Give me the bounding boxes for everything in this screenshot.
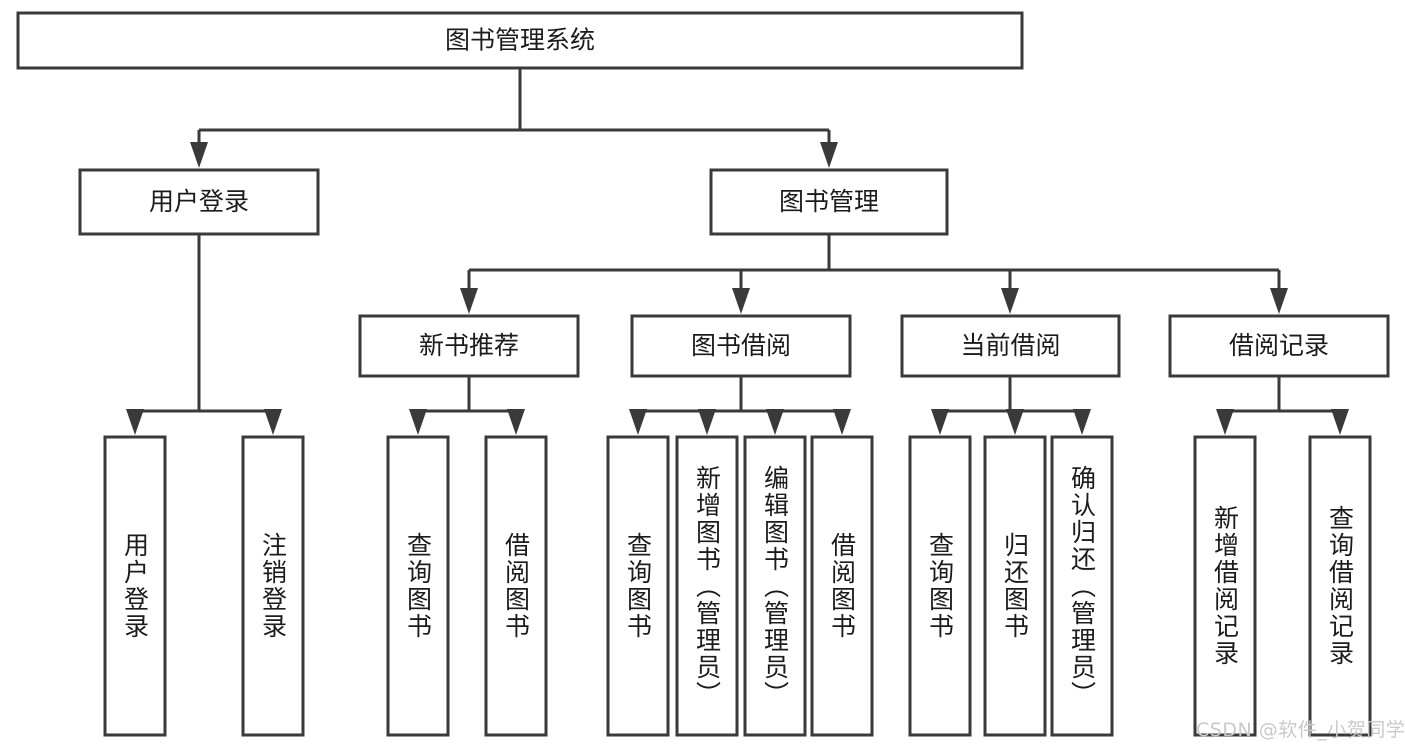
node-leaf-4-查询图书[interactable]: [606, 435, 670, 737]
node-leaf-5-新增图书管理员[interactable]: [675, 435, 739, 737]
connector-bookborrow-to-leaves-arrow-0: [629, 409, 647, 435]
connector-bookmgmt-to-level3-arrow-3: [1270, 288, 1288, 314]
node-root-图书管理系统-label: 图书管理系统: [445, 26, 595, 55]
node-leaf-8-查询图书[interactable]: [908, 435, 972, 737]
node-leaf-2-查询图书-rect: [386, 435, 450, 737]
node-level2-图书管理-label: 图书管理: [779, 187, 879, 216]
connector-bookborrow-to-leaves-arrow-1: [698, 409, 716, 435]
connector-borrowrecord-to-leaves-arrow-0: [1216, 409, 1234, 435]
node-leaf-12-查询借阅记录[interactable]: [1308, 435, 1372, 737]
node-level3-新书推荐-rect: [358, 314, 580, 378]
connector-newbook-to-leaves-arrow-0: [409, 409, 427, 435]
node-leaf-9-归还图书-rect: [983, 435, 1047, 737]
connector-newbook-to-leaves-arrow-1: [507, 409, 525, 435]
node-leaf-3-借阅图书-rect: [484, 435, 548, 737]
node-leaf-1-注销登录-rect: [241, 435, 305, 737]
node-level3-当前借阅-label: 当前借阅: [960, 331, 1060, 360]
connector-userlogin-to-leaves: [126, 234, 282, 435]
node-leaf-4-查询图书-rect: [606, 435, 670, 737]
connector-currentborrow-to-leaves: [931, 376, 1091, 435]
node-level3-当前借阅[interactable]: 当前借阅: [900, 314, 1121, 378]
connector-bookmgmt-to-level3-arrow-1: [732, 288, 750, 314]
node-level2-用户登录-rect: [78, 168, 320, 236]
connector-bookborrow-to-leaves: [629, 376, 851, 435]
node-leaf-11-新增借阅记录-rect: [1193, 435, 1257, 737]
connector-bookborrow-to-leaves-arrow-2: [766, 409, 784, 435]
node-level3-新书推荐[interactable]: 新书推荐: [358, 314, 580, 378]
node-level2-用户登录[interactable]: 用户登录: [78, 168, 320, 236]
node-leaf-5-新增图书管理员-rect: [675, 435, 739, 737]
connector-root-to-level2-arrow-1: [820, 142, 838, 168]
connector-userlogin-to-leaves-arrow-0: [126, 409, 144, 435]
node-level3-借阅记录-rect: [1168, 314, 1390, 378]
connector-borrowrecord-to-leaves: [1216, 376, 1349, 435]
node-leaf-6-编辑图书管理员-rect: [743, 435, 807, 737]
node-leaf-7-借阅图书[interactable]: [810, 435, 874, 737]
connector-currentborrow-to-leaves-arrow-1: [1006, 409, 1024, 435]
node-level2-图书管理[interactable]: 图书管理: [709, 168, 949, 236]
node-leaf-10-确认归还管理员-rect: [1050, 435, 1114, 737]
csdn-watermark: CSDN @软件_小贺同学: [1196, 719, 1405, 741]
connector-currentborrow-to-leaves-arrow-2: [1073, 409, 1091, 435]
node-root-图书管理系统-rect: [16, 11, 1024, 70]
node-level2-图书管理-rect: [709, 168, 949, 236]
node-level3-借阅记录-label: 借阅记录: [1229, 331, 1329, 360]
connector-borrowrecord-to-leaves-arrow-1: [1331, 409, 1349, 435]
node-leaf-9-归还图书[interactable]: [983, 435, 1047, 737]
node-leaf-10-确认归还管理员[interactable]: [1050, 435, 1114, 737]
node-leaf-12-查询借阅记录-rect: [1308, 435, 1372, 737]
node-level3-图书借阅-label: 图书借阅: [691, 331, 791, 360]
node-leaf-7-借阅图书-rect: [810, 435, 874, 737]
node-leaf-1-注销登录[interactable]: [241, 435, 305, 737]
connector-bookmgmt-to-level3-arrow-2: [1001, 288, 1019, 314]
node-level2-用户登录-label: 用户登录: [149, 187, 249, 216]
connector-bookmgmt-to-level3-arrow-0: [460, 288, 478, 314]
node-root-图书管理系统[interactable]: 图书管理系统: [16, 11, 1024, 70]
connector-newbook-to-leaves: [409, 376, 525, 435]
node-leaf-0-用户登录-rect: [103, 435, 167, 737]
node-leaf-8-查询图书-rect: [908, 435, 972, 737]
connector-root-to-level2-arrow-0: [190, 142, 208, 168]
node-level3-当前借阅-rect: [900, 314, 1121, 378]
connector-bookmgmt-to-level3: [460, 234, 1288, 314]
connector-root-to-level2: [190, 68, 838, 168]
node-level3-图书借阅-rect: [630, 314, 852, 378]
node-leaf-0-用户登录[interactable]: [103, 435, 167, 737]
connector-currentborrow-to-leaves-arrow-0: [931, 409, 949, 435]
node-leaf-3-借阅图书[interactable]: [484, 435, 548, 737]
node-leaf-6-编辑图书管理员[interactable]: [743, 435, 807, 737]
node-leaf-11-新增借阅记录[interactable]: [1193, 435, 1257, 737]
connector-userlogin-to-leaves-arrow-1: [264, 409, 282, 435]
connector-bookborrow-to-leaves-arrow-3: [833, 409, 851, 435]
node-level3-借阅记录[interactable]: 借阅记录: [1168, 314, 1390, 378]
node-level3-图书借阅[interactable]: 图书借阅: [630, 314, 852, 378]
node-level3-新书推荐-label: 新书推荐: [419, 331, 519, 360]
node-leaf-2-查询图书[interactable]: [386, 435, 450, 737]
